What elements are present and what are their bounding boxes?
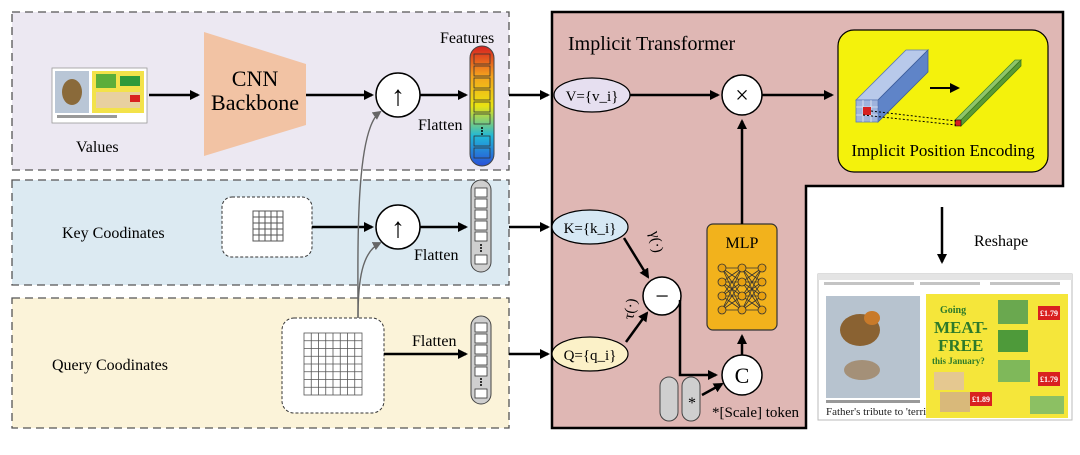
key-coordinates-label: Key Coodinates: [62, 225, 165, 242]
q-node: [551, 336, 629, 372]
features-vector: [469, 45, 495, 167]
query-grid-icon: [303, 332, 363, 396]
gamma-function-label: γ(·): [646, 229, 666, 254]
scale-token-marker: *: [688, 395, 696, 412]
output-image-thumbnail: Father's tribute to 'terrified' Going ME…: [817, 273, 1073, 421]
input-image-thumbnail: [51, 67, 148, 124]
multiply-symbol: ×: [735, 83, 749, 109]
arrow-k-to-minus: [622, 237, 650, 279]
tau-function-label: τ(·): [621, 297, 640, 320]
thumbnail-headline: Father's tribute to 'terrified': [826, 406, 945, 418]
cnn-backbone: [204, 32, 306, 156]
key-vector: [470, 179, 492, 273]
concat-symbol: C: [735, 363, 750, 388]
scale-token-label: *[Scale] token: [712, 405, 800, 421]
query-vector: [470, 315, 492, 405]
reshape-label: Reshape: [974, 233, 1028, 250]
subtract-node: [642, 276, 682, 316]
flatten-label-key: Flatten: [414, 247, 458, 264]
implicit-position-encoding-label: Implicit Position Encoding: [851, 141, 1035, 160]
encoding-output-bar-icon: [954, 59, 1022, 127]
query-coordinates-panel: [11, 297, 510, 429]
q-node-label: Q={q_i}: [564, 348, 617, 364]
thumbnail-ad-meat: MEAT-: [934, 318, 988, 337]
mlp-network-icon: [717, 263, 767, 315]
k-node: [551, 209, 629, 245]
values-label: Values: [76, 139, 119, 156]
subtract-symbol: −: [655, 284, 669, 310]
scale-token-icon: [659, 376, 701, 422]
features-label: Features: [440, 30, 494, 47]
arrow-q-to-minus: [624, 311, 649, 343]
key-grid-icon: [252, 210, 284, 242]
mlp-label: MLP: [726, 235, 759, 252]
v-node-label: V={v_i}: [566, 89, 619, 105]
arrow-subtract-to-concat: [678, 300, 718, 380]
thumbnail-price-1: £1.79: [1040, 309, 1058, 318]
arrow-scale-token-to-concat: [701, 382, 724, 397]
cnn-label-line2: Backbone: [211, 90, 299, 115]
thumbnail-ad-going: Going: [940, 305, 966, 316]
thumbnail-ad-january: this January?: [932, 356, 985, 366]
skip-connection-query-to-upsample-key: [357, 242, 382, 319]
skip-connection-query-to-upsample-values: [357, 110, 382, 319]
implicit-transformer-title: Implicit Transformer: [568, 33, 736, 55]
thumbnail-ad-free: FREE: [938, 336, 983, 355]
encoding-dotted-link-2: [862, 114, 957, 126]
cnn-label-line1: CNN: [232, 66, 279, 91]
upsample-symbol-values: ↑: [391, 81, 405, 112]
k-node-label: K={k_i}: [564, 221, 617, 237]
upsample-symbol-key: ↑: [391, 213, 405, 244]
thumbnail-price-3: £1.89: [972, 395, 990, 404]
flatten-label-query: Flatten: [412, 333, 456, 350]
thumbnail-price-2: £1.79: [1040, 375, 1058, 384]
flatten-label-values: Flatten: [418, 117, 462, 134]
query-coordinates-label: Query Coodinates: [52, 357, 168, 374]
